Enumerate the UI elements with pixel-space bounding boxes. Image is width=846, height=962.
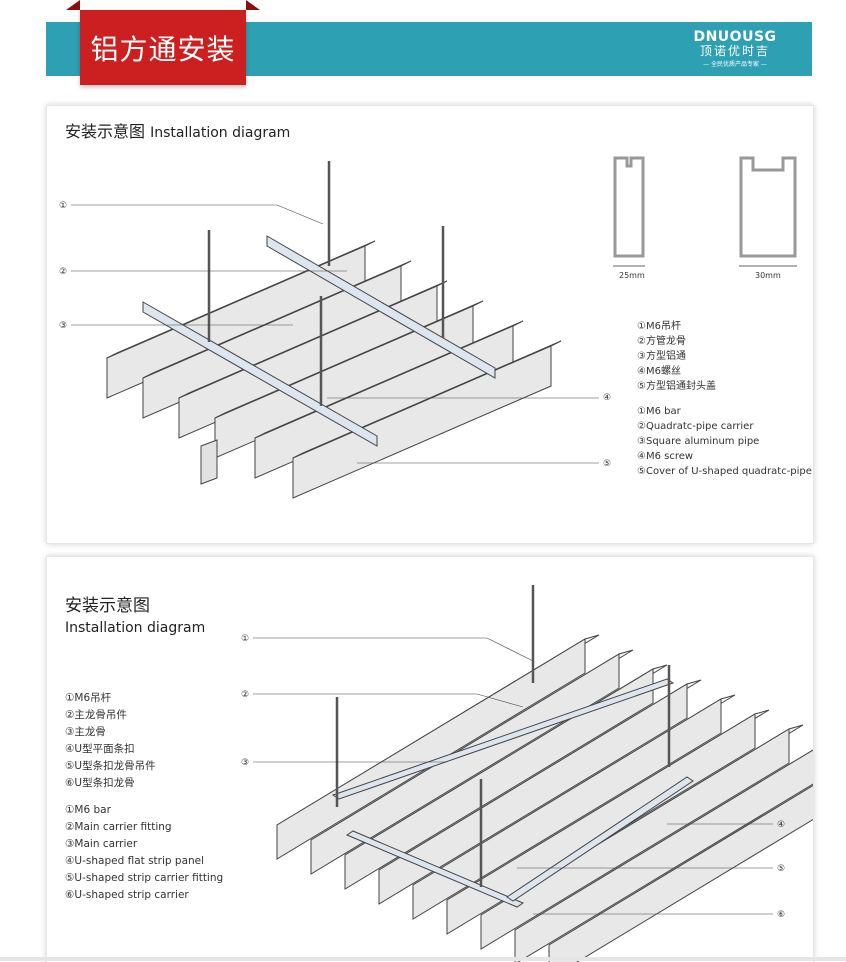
brand-logo: DNUOUSG 顶诺优时吉 — 全民优质产品专家 — (690, 30, 780, 70)
strip-side-6 (446, 713, 756, 935)
end-cap (200, 439, 218, 485)
callout-3: ③ (59, 321, 67, 331)
diagram-1-title-cn: 安装示意图 (65, 122, 146, 141)
callout2-3: ③ (241, 758, 249, 768)
legend-1-cn-3: ③方型铝通 (637, 351, 686, 362)
callout2-4: ④ (777, 820, 785, 830)
legend-1-en-5: ⑤Cover of U-shaped quadratc-pipe (637, 466, 812, 477)
profile-width-30: 30mm (755, 271, 781, 280)
main-carrier-3 (506, 776, 694, 902)
diagram-panel-1: 安装示意图 Installation diagram 25mm 30mm ① ②… (46, 105, 814, 544)
legend-1-cn-4: ④M6螺丝 (637, 366, 681, 377)
strip-side-5 (412, 698, 722, 920)
diagram-1-title: 安装示意图 Installation diagram (65, 118, 290, 142)
callout-4: ④ (603, 393, 611, 403)
legend-2-cn-1: ①M6吊杆 (65, 692, 112, 704)
legend-2-en-5: ⑤U-shaped strip carrier fitting (65, 872, 224, 884)
callout2-6: ⑥ (777, 910, 785, 920)
strip-side-2 (310, 653, 620, 875)
carrier-1 (142, 301, 378, 447)
callout2-5: ⑤ (777, 864, 785, 874)
strip-side-3 (344, 668, 654, 890)
callout-leaders-2 (253, 637, 773, 915)
installation-diagram-2: ① ② ③ ④ ⑤ ⑥ (241, 585, 813, 962)
strip-side-9 (548, 784, 813, 962)
strip-side-4 (378, 683, 688, 905)
legend-1-en-1: ①M6 bar (637, 406, 681, 417)
legend-2-cn-4: ④U型平面条扣 (65, 743, 135, 755)
tag-fold-left (66, 0, 80, 10)
legend-1-cn-5: ⑤方型铝通封头盖 (637, 381, 716, 392)
legend-2-cn-6: ⑥U型条扣龙骨 (65, 777, 135, 789)
callout-leaders-1 (71, 204, 599, 464)
legend-2-en-1: ①M6 bar (65, 804, 111, 816)
profile-30mm (739, 156, 797, 258)
legend-2-cn-3: ③主龙骨 (65, 726, 106, 738)
pipe-side-6 (292, 345, 552, 499)
diagram-panel-2: 安装示意图 Installation diagram ① ② ③ ④ ⑤ ⑥ ①… (46, 556, 814, 962)
diagram-2-title-en: Installation diagram (65, 620, 206, 636)
legend-1: ①M6吊杆 ②方管龙骨 ③方型铝通 ④M6螺丝 ⑤方型铝通封头盖 ①M6 bar… (637, 319, 812, 479)
strip-side-8 (514, 749, 813, 962)
callout2-1: ① (241, 634, 249, 644)
diagram-2-title-cn: 安装示意图 (65, 596, 150, 616)
carrier-2 (266, 235, 496, 379)
profile-width-25: 25mm (619, 271, 645, 280)
page-title: 铝方通安装 (80, 10, 246, 85)
strip-side-7 (480, 728, 790, 950)
callout-5: ⑤ (603, 459, 611, 469)
profile-25mm (613, 156, 645, 258)
legend-2-en-6: ⑥U-shaped strip carrier (65, 889, 189, 901)
legend-2-en-2: ②Main carrier fitting (65, 821, 172, 833)
brand-name-cn: 顶诺优时吉 (699, 44, 770, 58)
legend-2-en-3: ③Main carrier (65, 838, 138, 850)
legend-1-en-3: ③Square aluminum pipe (637, 436, 760, 447)
legend-1-en-4: ④M6 screw (637, 451, 694, 462)
diagram-1-title-en: Installation diagram (150, 125, 291, 141)
callout-2: ② (59, 267, 67, 277)
legend-2-cn-5: ⑤U型条扣龙骨吊件 (65, 760, 156, 772)
legend-1-cn-1: ①M6吊杆 (637, 321, 681, 332)
callout-1: ① (59, 201, 67, 211)
installation-diagram-1: 25mm 30mm ① ② ③ ④ ⑤ (59, 156, 797, 499)
legend-1-en-2: ②Quadratc-pipe carrier (637, 421, 754, 432)
callout2-2: ② (241, 690, 249, 700)
legend-2: ①M6吊杆 ②主龙骨吊件 ③主龙骨 ④U型平面条扣 ⑤U型条扣龙骨吊件 ⑥U型条… (65, 690, 223, 904)
tag-fold-right (246, 0, 260, 10)
main-carrier-2 (345, 830, 525, 908)
legend-2-en-4: ④U-shaped flat strip panel (65, 855, 205, 867)
strip-side-1 (276, 638, 586, 860)
brand-slogan: — 全民优质产品专家 — (703, 61, 767, 68)
diagram-2-title: 安装示意图 Installation diagram (65, 595, 205, 639)
legend-1-cn-2: ②方管龙骨 (637, 336, 686, 347)
legend-2-cn-2: ②主龙骨吊件 (65, 709, 127, 721)
page-footer-bar (0, 957, 846, 961)
brand-name: DNUOUSG (693, 29, 777, 45)
